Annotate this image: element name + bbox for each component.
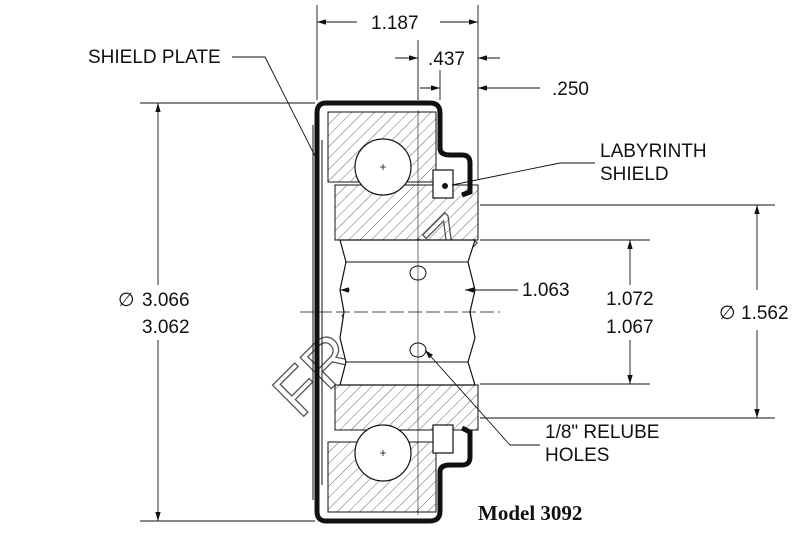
dim-bore-dia-max: 1.072	[606, 289, 654, 310]
callout-labyrinth-2: SHIELD	[600, 164, 669, 185]
dim-inner-step-dia: 1.562	[741, 303, 789, 324]
dim-bore-length: 1.063	[522, 280, 570, 301]
diameter-symbol: ∅	[118, 290, 135, 311]
dimension-labels: 1.187 .437 .250 ∅ 3.066 3.062 1.063 1.07…	[88, 13, 789, 525]
model-label: Model 3092	[478, 501, 582, 525]
dim-bore-dia-min: 1.067	[606, 317, 654, 338]
bearing-section	[300, 100, 500, 524]
callout-shield-plate: SHIELD PLATE	[88, 47, 221, 68]
dim-step-offset: .250	[552, 79, 589, 100]
callout-relube-2: HOLES	[545, 445, 609, 466]
dim-hub-offset: .437	[428, 49, 465, 70]
dim-overall-width: 1.187	[371, 13, 419, 34]
diameter-symbol-2: ∅	[719, 303, 736, 324]
dim-outer-dia-max: 3.066	[142, 290, 190, 311]
callout-relube-1: 1/8" RELUBE	[545, 422, 659, 443]
callout-labyrinth-1: LABYRINTH	[600, 141, 707, 162]
dim-outer-dia-min: 3.062	[142, 317, 190, 338]
dimension-lines	[140, 5, 775, 522]
